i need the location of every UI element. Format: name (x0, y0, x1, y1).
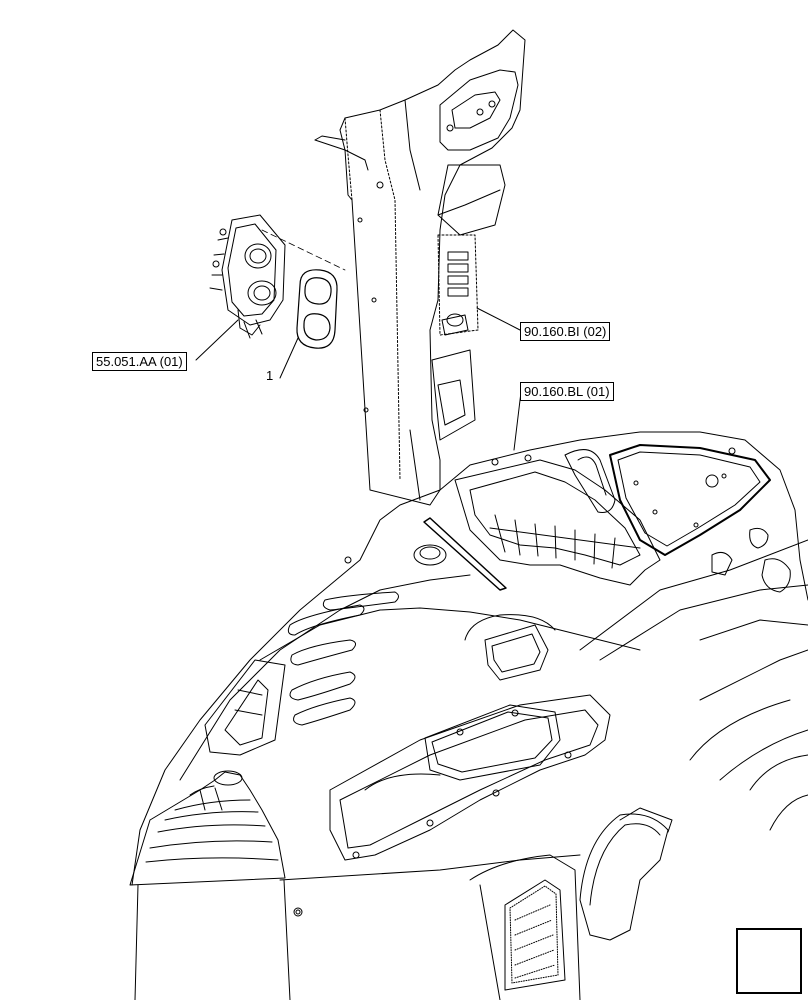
joystick-boot (129, 770, 286, 886)
ref-label-pillar[interactable]: 90.160.BI (02) (520, 322, 611, 341)
gasket-part (296, 269, 338, 349)
ref-label-switch[interactable]: 55.051.AA (01) (92, 352, 187, 371)
assembly-line (261, 229, 346, 271)
switch-module (209, 214, 286, 339)
leader-lines (195, 307, 522, 451)
next-page-button[interactable] (736, 928, 802, 994)
item-number: 1 (266, 368, 274, 383)
cab-pillar (314, 29, 526, 506)
dash-console (131, 431, 808, 1000)
ref-label-console[interactable]: 90.160.BL (01) (520, 382, 614, 401)
